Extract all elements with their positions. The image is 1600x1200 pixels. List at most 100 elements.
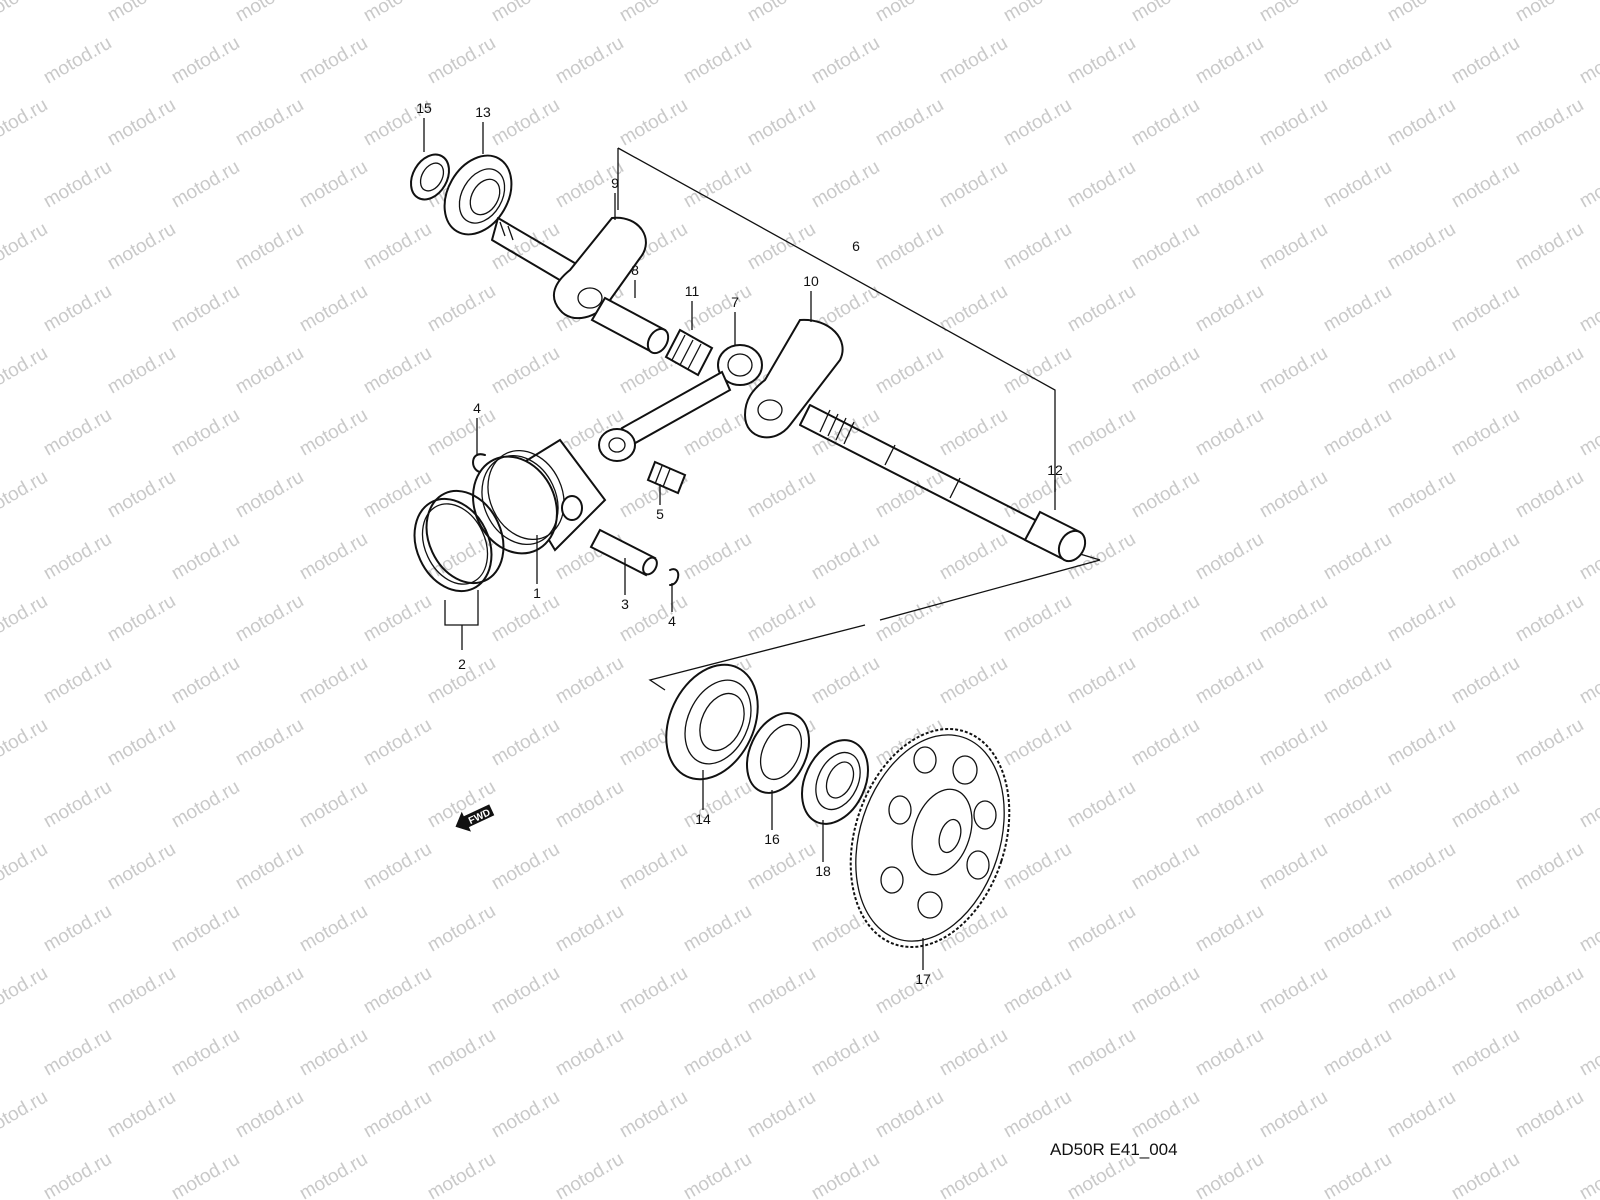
watermark-text: motod.ru: [1192, 33, 1267, 89]
callout-6: 6: [852, 238, 860, 254]
watermark-text: motod.ru: [0, 839, 51, 895]
watermark-text: motod.ru: [424, 901, 499, 957]
watermark-text: motod.ru: [1320, 1149, 1395, 1200]
watermark-text: motod.ru: [488, 0, 563, 26]
watermark-text: motod.ru: [680, 33, 755, 89]
watermark-text: motod.ru: [296, 901, 371, 957]
watermark-text: motod.ru: [1576, 1149, 1600, 1200]
watermark-text: motod.ru: [1256, 0, 1331, 26]
watermark-text: motod.ru: [104, 219, 179, 275]
watermark-text: motod.ru: [40, 1025, 115, 1081]
watermark-text: motod.ru: [168, 281, 243, 337]
watermark-text: motod.ru: [872, 0, 947, 26]
watermark-text: motod.ru: [1320, 33, 1395, 89]
callout-15: 15: [416, 100, 432, 116]
watermark-text: motod.ru: [296, 1149, 371, 1200]
watermark-text: motod.ru: [808, 529, 883, 585]
watermark-text: motod.ru: [744, 839, 819, 895]
watermark-text: motod.ru: [1192, 1025, 1267, 1081]
watermark-text: motod.ru: [1128, 95, 1203, 151]
watermark-text: motod.ru: [1384, 467, 1459, 523]
watermark-text: motod.ru: [296, 1025, 371, 1081]
watermark-text: motod.ru: [872, 219, 947, 275]
watermark-text: motod.ru: [1256, 467, 1331, 523]
watermark-text: motod.ru: [168, 529, 243, 585]
watermark-text: motod.ru: [1192, 281, 1267, 337]
part-15-oil-seal: [410, 153, 450, 201]
watermark-text: motod.ru: [936, 1149, 1011, 1200]
watermark-text: motod.ru: [1064, 33, 1139, 89]
watermark-text: motod.ru: [1000, 0, 1075, 26]
watermark-text: motod.ru: [104, 1087, 179, 1143]
watermark-text: motod.ru: [1256, 963, 1331, 1019]
watermark-text: motod.ru: [0, 95, 51, 151]
watermark-text: motod.ru: [296, 281, 371, 337]
watermark-text: motod.ru: [1384, 0, 1459, 26]
watermark-text: motod.ru: [1000, 591, 1075, 647]
watermark-text: motod.ru: [1000, 95, 1075, 151]
watermark-text: motod.ru: [1320, 1025, 1395, 1081]
callout-12: 12: [1047, 462, 1063, 478]
watermark-text: motod.ru: [232, 343, 307, 399]
group-bracket-6: [617, 147, 1101, 691]
watermark-text: motod.ru: [1256, 715, 1331, 771]
watermark-text: motod.ru: [104, 343, 179, 399]
watermark-text: motod.ru: [360, 963, 435, 1019]
watermark-text: motod.ru: [744, 963, 819, 1019]
watermark-text: motod.ru: [488, 591, 563, 647]
part-17-gear: [849, 727, 1011, 949]
watermark-text: motod.ru: [1064, 281, 1139, 337]
watermark-text: motod.ru: [1384, 219, 1459, 275]
watermark-text: motod.ru: [1064, 405, 1139, 461]
watermark-text: motod.ru: [296, 33, 371, 89]
watermark-text: motod.ru: [0, 715, 51, 771]
watermark-text: motod.ru: [1576, 529, 1600, 585]
watermark-text: motod.ru: [680, 157, 755, 213]
watermark-text: motod.ru: [1064, 1025, 1139, 1081]
watermark-text: motod.ru: [744, 0, 819, 26]
watermark-text: motod.ru: [1448, 405, 1523, 461]
watermark-text: motod.ru: [1000, 963, 1075, 1019]
part-5-small-end-bearing: [646, 460, 687, 495]
watermark-text: motod.ru: [1128, 963, 1203, 1019]
watermark-text: motod.ru: [0, 963, 51, 1019]
watermark-text: motod.ru: [232, 839, 307, 895]
callout-8: 8: [631, 262, 639, 278]
watermark-text: motod.ru: [552, 653, 627, 709]
watermark-text: motod.ru: [1384, 715, 1459, 771]
watermark-text: motod.ru: [360, 467, 435, 523]
watermark-text: motod.ru: [1320, 653, 1395, 709]
watermark-text: motod.ru: [1128, 839, 1203, 895]
watermark-text: motod.ru: [1384, 963, 1459, 1019]
watermark-text: motod.ru: [1576, 405, 1600, 461]
part-11-needle-bearing: [664, 328, 714, 377]
watermark-text: motod.ru: [680, 1025, 755, 1081]
watermark-text: motod.ru: [1256, 839, 1331, 895]
watermark-text: motod.ru: [936, 157, 1011, 213]
watermark-text: motod.ru: [104, 839, 179, 895]
watermark-text: motod.ru: [1128, 1087, 1203, 1143]
watermark-text: motod.ru: [616, 0, 691, 26]
watermark-text: motod.ru: [168, 1025, 243, 1081]
watermark-text: motod.ru: [552, 1025, 627, 1081]
part-8-crank-pin: [590, 296, 670, 355]
watermark-text: motod.ru: [872, 95, 947, 151]
watermark-text: motod.ru: [104, 467, 179, 523]
watermark-text: motod.ru: [552, 901, 627, 957]
watermark-text: motod.ru: [424, 405, 499, 461]
watermark-text: motod.ru: [488, 1087, 563, 1143]
watermark-text: motod.ru: [808, 157, 883, 213]
part-13-bearing: [443, 154, 513, 236]
watermark-text: motod.ru: [1448, 1149, 1523, 1200]
watermark-text: motod.ru: [1384, 343, 1459, 399]
watermark-text: motod.ru: [744, 95, 819, 151]
watermark-text: motod.ru: [104, 0, 179, 26]
watermark-text: motod.ru: [616, 963, 691, 1019]
watermark-text: motod.ru: [936, 529, 1011, 585]
watermark-text: motod.ru: [1000, 1087, 1075, 1143]
watermark-text: motod.ru: [104, 963, 179, 1019]
part-7-connecting-rod: [598, 344, 763, 462]
part-18-oil-seal: [801, 739, 869, 825]
watermark-text: motod.ru: [232, 467, 307, 523]
